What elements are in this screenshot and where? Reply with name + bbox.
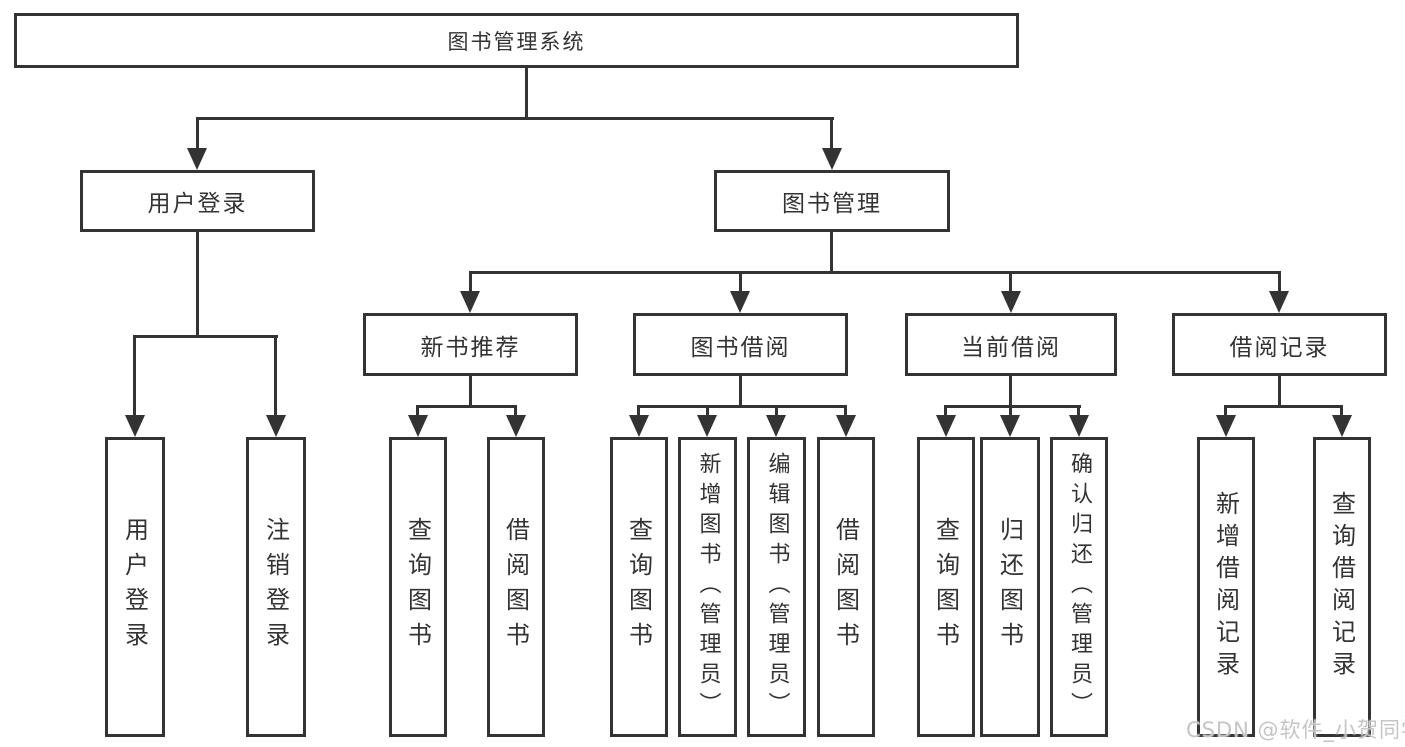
node-new-book-recommend: 新书推荐 (363, 313, 578, 376)
leaf-query-books-current: 查询图书 (917, 437, 975, 737)
node-current-borrowing: 当前借阅 (905, 313, 1117, 376)
arrow-down-icon (460, 291, 480, 313)
connector-userlogin-split (133, 335, 278, 338)
connector-bookmgmt-shaft-1 (469, 271, 472, 293)
arrow-down-icon (697, 415, 717, 437)
arrow-down-icon (1269, 291, 1289, 313)
arrow-down-icon (629, 415, 649, 437)
arrow-down-icon (730, 291, 750, 313)
leaf-add-books-admin: 新增图书（管理员） (678, 437, 737, 737)
leaf-borrow-books-recommend: 借阅图书 (487, 437, 545, 737)
node-label: 借阅图书 (501, 517, 530, 657)
arrow-down-icon (408, 415, 428, 437)
connector-current-split (944, 405, 1081, 408)
connector-root-split (196, 117, 834, 120)
node-label: 当前借阅 (961, 334, 1061, 361)
node-book-management: 图书管理 (714, 170, 950, 232)
leaf-query-books-recommend: 查询图书 (389, 437, 447, 737)
node-label: 查询图书 (931, 517, 960, 657)
node-label: 新增图书（管理员） (695, 452, 721, 722)
node-label: 用户登录 (147, 191, 248, 217)
node-user-login: 用户登录 (80, 170, 315, 232)
connector-records-shaft-2 (1340, 405, 1343, 417)
connector-bookmgmt-shaft-2 (739, 271, 742, 293)
arrow-down-icon (822, 148, 842, 170)
leaf-query-borrow-record: 查询借阅记录 (1313, 437, 1371, 737)
arrow-down-icon (506, 415, 526, 437)
connector-recommend-stem (469, 376, 472, 407)
connector-records-stem (1278, 376, 1281, 407)
connector-root-right-shaft (830, 117, 833, 149)
connector-records-split (1224, 405, 1343, 408)
node-label: 查询借阅记录 (1327, 491, 1356, 683)
connector-borrowing-shaft-3 (775, 405, 778, 417)
arrow-down-icon (1216, 415, 1236, 437)
node-label: 查询图书 (403, 517, 432, 657)
connector-userlogin-stem (196, 232, 199, 336)
arrow-down-icon (266, 415, 286, 437)
connector-borrowing-split (637, 405, 847, 408)
node-label: 注销登录 (261, 517, 290, 657)
connector-borrowing-stem (739, 376, 742, 407)
leaf-add-borrow-record: 新增借阅记录 (1197, 437, 1255, 737)
connector-bookmgmt-split (469, 271, 1281, 274)
arrow-down-icon (836, 415, 856, 437)
leaf-borrow-books-borrowing: 借阅图书 (817, 437, 875, 737)
node-book-borrowing: 图书借阅 (633, 313, 848, 376)
node-label: 新书推荐 (420, 334, 521, 361)
arrow-down-icon (187, 148, 207, 170)
arrow-down-icon (125, 415, 145, 437)
node-label: 查询图书 (624, 517, 653, 657)
node-label: 用户登录 (120, 517, 149, 657)
node-label: 借阅记录 (1229, 334, 1330, 361)
arrow-down-icon (1332, 415, 1352, 437)
arrow-down-icon (1001, 291, 1021, 313)
arrow-down-icon (1000, 415, 1020, 437)
arrow-down-icon (936, 415, 956, 437)
node-borrowing-records: 借阅记录 (1172, 313, 1387, 376)
node-label: 确认归还（管理员） (1067, 452, 1092, 722)
connector-root-left-shaft (196, 117, 199, 149)
arrow-down-icon (1069, 415, 1089, 437)
connector-borrowing-shaft-1 (637, 405, 640, 417)
csdn-watermark: CSDN @软件_小贺同学 (1186, 718, 1405, 742)
connector-current-stem (1009, 376, 1012, 407)
connector-recommend-split (416, 405, 517, 408)
leaf-return-books: 归还图书 (980, 437, 1040, 737)
node-label: 图书管理 (782, 191, 882, 217)
connector-bookmgmt-shaft-4 (1278, 271, 1281, 293)
leaf-edit-books-admin: 编辑图书（管理员） (747, 437, 806, 737)
node-label: 借阅图书 (831, 517, 860, 657)
node-label: 图书管理系统 (447, 29, 586, 54)
connector-bookmgmt-stem (830, 232, 833, 273)
leaf-user-login: 用户登录 (105, 437, 165, 737)
node-label: 图书借阅 (690, 334, 791, 361)
leaf-confirm-return-admin: 确认归还（管理员） (1050, 437, 1108, 737)
node-label: 编辑图书（管理员） (764, 452, 790, 722)
node-label: 归还图书 (995, 517, 1024, 657)
connector-root-stem (525, 68, 528, 120)
connector-userlogin-right-shaft (274, 335, 277, 416)
connector-recommend-shaft-1 (416, 405, 419, 417)
connector-borrowing-shaft-4 (844, 405, 847, 417)
leaf-query-books-borrowing: 查询图书 (610, 437, 668, 737)
connector-current-shaft-2 (1009, 405, 1012, 417)
leaf-logout: 注销登录 (246, 437, 306, 737)
node-label: 新增借阅记录 (1211, 491, 1240, 683)
connector-current-shaft-1 (944, 405, 947, 417)
node-library-management-system: 图书管理系统 (14, 13, 1019, 68)
arrow-down-icon (766, 415, 786, 437)
connector-borrowing-shaft-2 (706, 405, 709, 417)
connector-userlogin-left-shaft (133, 335, 136, 416)
connector-bookmgmt-shaft-3 (1009, 271, 1012, 293)
connector-recommend-shaft-2 (514, 405, 517, 417)
connector-current-shaft-3 (1077, 405, 1080, 417)
connector-records-shaft-1 (1224, 405, 1227, 417)
